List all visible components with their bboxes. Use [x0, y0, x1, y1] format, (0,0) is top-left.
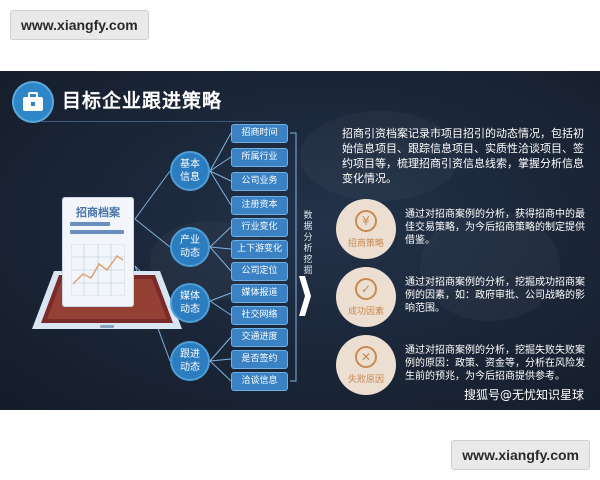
item-negotiation-info[interactable]: 洽谈信息	[231, 372, 288, 391]
category-basic-info[interactable]: 基本信息	[170, 151, 210, 191]
item-industry-change[interactable]: 行业变化	[231, 218, 288, 237]
category-industry-dynamics[interactable]: 产业动态	[170, 227, 210, 267]
item-supply-chain-change[interactable]: 上下游变化	[231, 240, 288, 259]
category-followup-dynamics[interactable]: 跟进动态	[170, 341, 210, 381]
watermark-top: www.xiangfy.com	[10, 10, 149, 40]
watermark-bottom: www.xiangfy.com	[451, 440, 590, 470]
item-social-network[interactable]: 社交网络	[231, 306, 288, 325]
arrow-right-icon	[299, 276, 311, 316]
analysis-strategy[interactable]: ¥ 招商策略	[336, 199, 396, 259]
analysis-label: 失败原因	[347, 374, 384, 385]
yen-icon: ¥	[355, 209, 377, 232]
intro-paragraph: 招商引资档案记录市项目招引的动态情况，包括初始信息项目、跟踪信息项目、实质性洽谈…	[342, 127, 584, 185]
item-registered-capital[interactable]: 注册资本	[231, 196, 288, 215]
document-chart-icon	[71, 244, 125, 296]
item-company-positioning[interactable]: 公司定位	[231, 262, 288, 281]
data-analysis-label: 数据分析挖掘	[303, 211, 313, 276]
analysis-text: 通过对招商案例的分析，挖掘失败失败案例的原因：政策、资金等，分析在风险发生前的预…	[405, 345, 585, 382]
item-progress[interactable]: 交通进度	[231, 328, 288, 347]
analysis-text: 通过对招商案例的分析，获得招商中的最佳交易策略，为今后招商策略的制定提供借鉴。	[405, 209, 585, 246]
analysis-label: 成功因素	[347, 306, 384, 317]
category-media-dynamics[interactable]: 媒体动态	[170, 283, 210, 323]
check-icon: ✓	[355, 277, 377, 300]
item-signed[interactable]: 是否签约	[231, 350, 288, 369]
item-industry[interactable]: 所属行业	[231, 148, 288, 167]
item-investment-time[interactable]: 招商时间	[231, 124, 288, 143]
analysis-text: 通过对招商案例的分析，挖掘成功招商案例的因素，如：政府审批、公司战略的影响范围。	[405, 277, 585, 314]
document-title: 招商档案	[76, 206, 120, 219]
x-icon: ✕	[355, 345, 377, 368]
slide: 目标企业跟进策略 招商档案	[0, 71, 600, 410]
analysis-label: 招商策略	[347, 238, 384, 249]
item-media-reports[interactable]: 媒体报道	[231, 284, 288, 303]
title-underline	[40, 121, 280, 122]
archive-document: 招商档案	[63, 198, 133, 306]
source-credit: 搜狐号@无忧知识星球	[464, 388, 585, 402]
page-title: 目标企业跟进策略	[62, 90, 223, 112]
analysis-failure[interactable]: ✕ 失败原因	[336, 335, 396, 395]
item-company-business[interactable]: 公司业务	[231, 172, 288, 191]
analysis-success[interactable]: ✓ 成功因素	[336, 267, 396, 327]
briefcase-icon	[12, 81, 54, 123]
